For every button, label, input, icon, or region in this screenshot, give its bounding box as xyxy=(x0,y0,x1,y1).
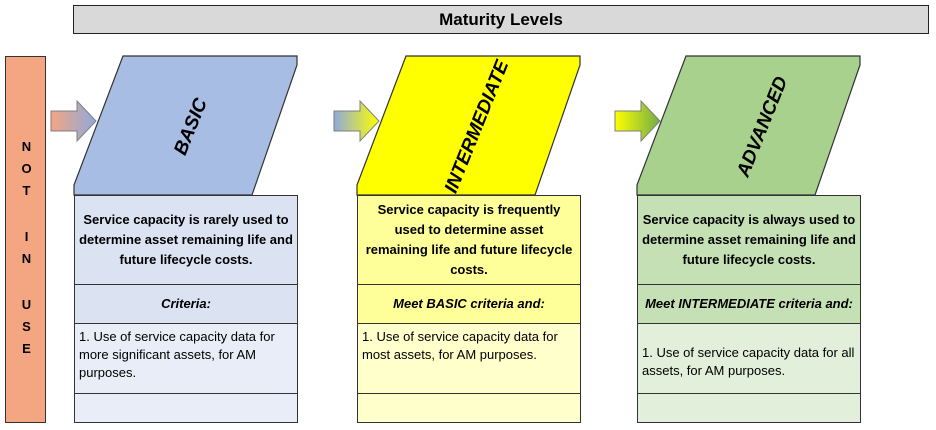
advanced-criteria-header: Meet INTERMEDIATE criteria and: xyxy=(637,284,861,324)
not-in-use-letter: S xyxy=(22,319,31,334)
not-in-use-letter: N xyxy=(21,251,32,266)
advanced-empty-row xyxy=(637,393,861,423)
basic-description: Service capacity is rarely used to deter… xyxy=(74,195,298,285)
intermediate-criteria-header: Meet BASIC criteria and: xyxy=(357,284,581,324)
arrow-right-icon xyxy=(50,99,97,143)
intermediate-description: Service capacity is frequently used to d… xyxy=(357,195,581,285)
basic-empty-row xyxy=(74,393,298,423)
not-in-use-letter: E xyxy=(22,341,31,356)
not-in-use-letter: T xyxy=(22,183,31,198)
basic-criteria-item: 1. Use of service capacity data for more… xyxy=(74,323,298,394)
not-in-use-letter: U xyxy=(21,297,32,312)
maturity-levels-banner: Maturity Levels xyxy=(73,5,929,34)
basic-criteria-header: Criteria: xyxy=(74,284,298,324)
intermediate-empty-row xyxy=(357,393,581,423)
arrow-right-icon xyxy=(333,99,380,143)
arrow-right-icon xyxy=(614,99,661,143)
not-in-use-letter: O xyxy=(21,161,32,176)
not-in-use-letter: I xyxy=(24,229,29,244)
advanced-description: Service capacity is always used to deter… xyxy=(637,195,861,285)
not-in-use-bar: N O T I N U S E xyxy=(5,56,46,423)
banner-title: Maturity Levels xyxy=(439,9,563,29)
advanced-criteria-item: 1. Use of service capacity data for all … xyxy=(637,323,861,394)
not-in-use-letter: N xyxy=(21,139,32,154)
intermediate-criteria-item: 1. Use of service capacity data for most… xyxy=(357,323,581,394)
